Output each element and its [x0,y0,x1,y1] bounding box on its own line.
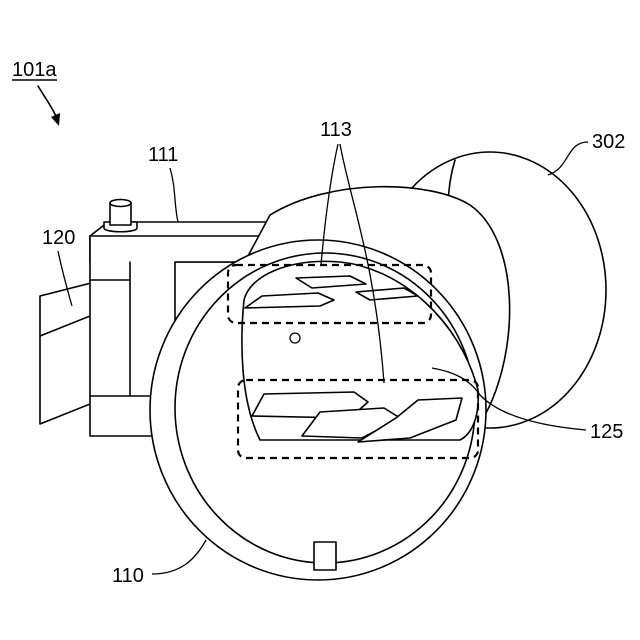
figure-ref-label: 101a [12,59,57,81]
label-outer-drum-leader [548,142,588,175]
label-arm-text: 120 [42,227,75,249]
label-housing-text: 111 [148,144,178,166]
label-ring-leader [152,540,206,574]
figure-ref: 101a [12,59,60,126]
figure-ref-arrow-shaft [38,86,56,116]
label-inner-part-text: 125 [590,421,623,443]
label-housing-leader [170,168,178,222]
label-fins-text: 113 [320,119,352,141]
label-outer-drum-text: 302 [592,131,625,153]
label-ring: 110 [112,540,206,587]
label-housing: 111 [148,144,178,222]
label-outer-drum: 302 [548,131,625,175]
label-ring-text: 110 [112,565,144,587]
top-post-cap [110,200,131,207]
ring-notch [314,542,336,570]
top-post [104,200,137,232]
